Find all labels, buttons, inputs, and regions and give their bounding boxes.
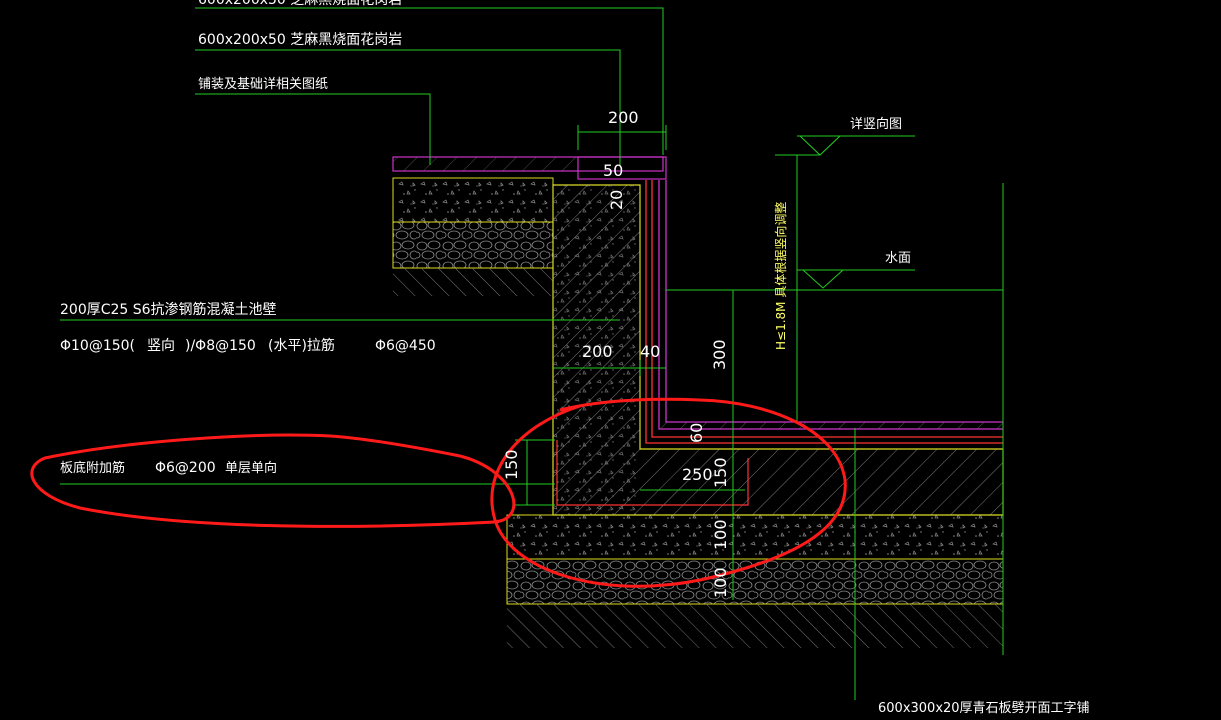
note-paving-ref: 铺装及基础详相关图纸 bbox=[198, 77, 328, 92]
note-slab-rebar: Φ6@200 bbox=[155, 460, 216, 476]
dim-100-b: 100 bbox=[711, 567, 730, 598]
coping-stone bbox=[577, 156, 667, 180]
note-rebar-left: Φ10@150( bbox=[60, 338, 135, 354]
note-rebar-mid: )/Φ8@150 bbox=[185, 338, 256, 354]
finish-layer-outer bbox=[658, 180, 1003, 430]
dim-60: 60 bbox=[687, 423, 706, 443]
markup-circle-left bbox=[30, 433, 516, 528]
dim-150-right: 150 bbox=[711, 457, 730, 488]
note-height: H≤1.8M 具体根据竖向调整 bbox=[773, 202, 788, 350]
note-wall: 200厚C25 S6抗渗钢筋混凝土池壁 bbox=[60, 301, 277, 318]
markup-annotations bbox=[30, 397, 847, 588]
note-see-elevation: 详竖向图 bbox=[850, 116, 902, 132]
dim-300: 300 bbox=[710, 339, 729, 370]
note-bottom-finish: 600x300x20厚青石板劈开面工字铺 bbox=[878, 700, 1090, 716]
note-slab-add: 板底附加筋 bbox=[60, 460, 125, 476]
dim-50: 50 bbox=[603, 161, 623, 180]
slab-rebar bbox=[556, 440, 749, 506]
dim-40: 40 bbox=[640, 342, 660, 361]
finish-layer-outer-2 bbox=[665, 180, 1003, 423]
note-rebar-tie: Φ6@450 bbox=[375, 338, 436, 354]
dim-200-top: 200 bbox=[608, 108, 639, 127]
pool-wall bbox=[552, 180, 1004, 516]
waterproof-layer-1 bbox=[645, 180, 1003, 444]
left-soil bbox=[393, 268, 553, 296]
note-slab-single: 单层单向 bbox=[225, 460, 277, 476]
compacted-soil bbox=[507, 604, 1003, 648]
note-granite: 600x200x50 芝麻黑烧面花岗岩 bbox=[198, 32, 402, 48]
waterproof-layer-2 bbox=[651, 180, 1003, 438]
left-paving-block bbox=[392, 156, 667, 296]
dim-20: 20 bbox=[607, 190, 626, 210]
dim-100-a: 100 bbox=[711, 519, 730, 550]
note-water-surface: 水面 bbox=[885, 251, 911, 266]
dim-200-wall: 200 bbox=[582, 342, 613, 361]
left-gravel-base bbox=[392, 221, 554, 269]
leader-lines bbox=[60, 7, 1004, 700]
note-rebar-vert: 竖向 bbox=[147, 338, 175, 354]
markup-circle-right bbox=[490, 397, 847, 588]
note-top-partial: 600x200x50 芝麻黑烧面花岗岩 bbox=[198, 0, 402, 8]
cushion-concrete bbox=[506, 514, 1004, 560]
dim-150-left: 150 bbox=[502, 449, 521, 480]
note-rebar-horiz: (水平)拉筋 bbox=[268, 337, 335, 354]
dim-250: 250 bbox=[682, 465, 713, 484]
left-concrete-base bbox=[392, 177, 554, 223]
